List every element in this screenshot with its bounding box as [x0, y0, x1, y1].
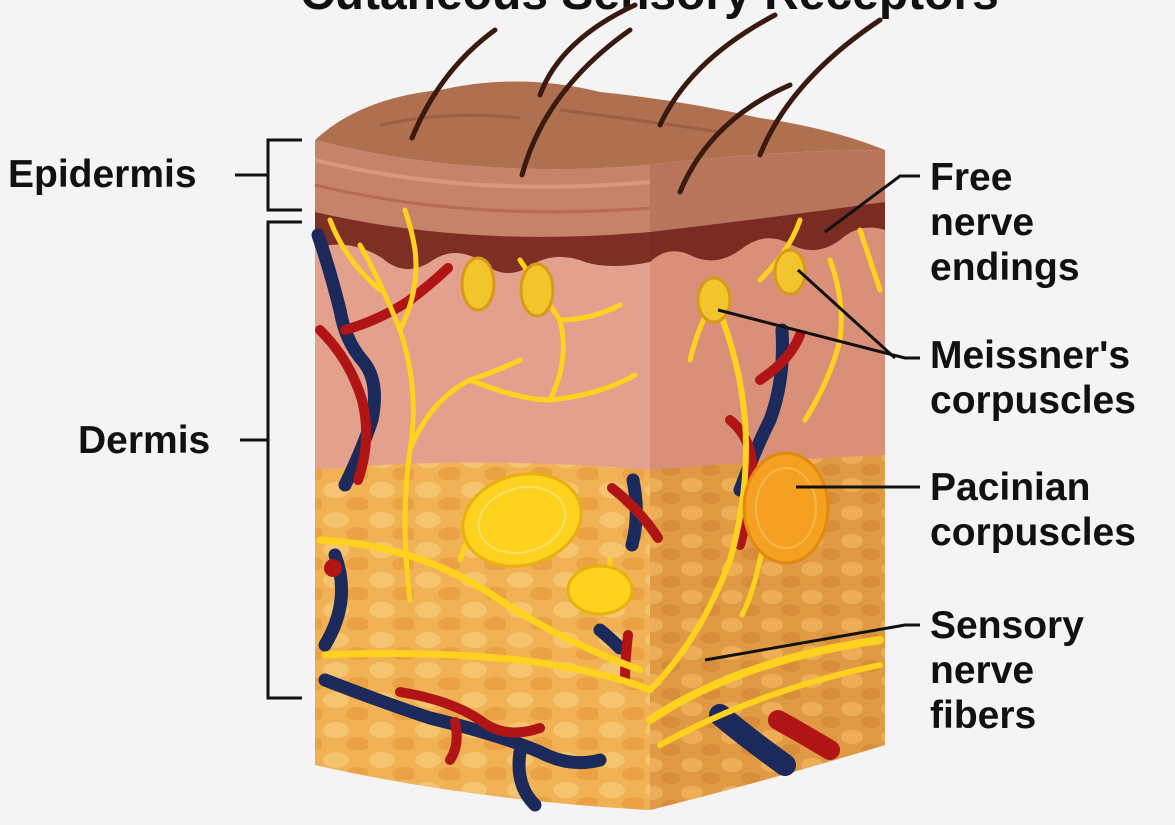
free-nerve-endings-line-1: Free	[930, 155, 1080, 200]
pacinian-line-2: corpuscles	[930, 510, 1136, 555]
sensory-nerve-fibers-label: Sensory nerve fibers	[930, 603, 1084, 738]
pacinian-line-1: Pacinian	[930, 465, 1136, 510]
meissners-line-1: Meissner's	[930, 333, 1136, 378]
sensory-line-2: nerve	[930, 648, 1084, 693]
pacinian-corpuscles-label: Pacinian corpuscles	[930, 465, 1136, 555]
sensory-line-1: Sensory	[930, 603, 1084, 648]
free-nerve-endings-line-2: nerve	[930, 200, 1080, 245]
meissners-corpuscles-label: Meissner's corpuscles	[930, 333, 1136, 423]
dermis-label: Dermis	[78, 418, 210, 463]
free-nerve-endings-line-3: endings	[930, 245, 1080, 290]
free-nerve-endings-label: Free nerve endings	[930, 155, 1080, 290]
sensory-line-3: fibers	[930, 693, 1084, 738]
epidermis-label: Epidermis	[8, 152, 197, 197]
meissners-line-2: corpuscles	[930, 378, 1136, 423]
front-face	[315, 140, 650, 810]
